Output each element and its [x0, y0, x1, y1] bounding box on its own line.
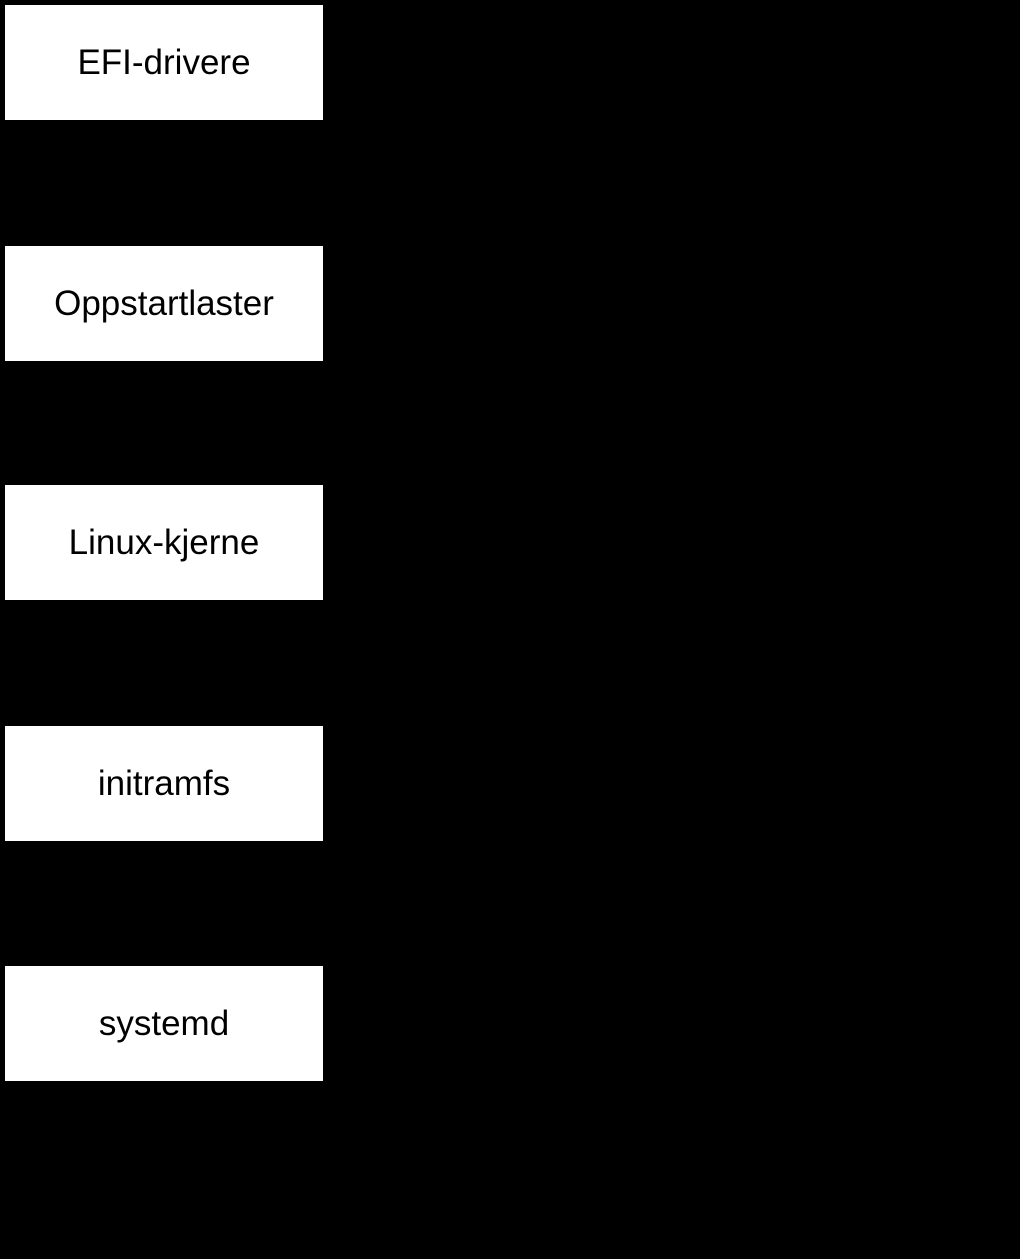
node-efi-drivere: EFI-drivere: [5, 5, 323, 120]
node-oppstartlaster-label: Oppstartlaster: [54, 284, 274, 323]
node-initramfs-label: initramfs: [97, 764, 231, 803]
node-efi-drivere-label: EFI-drivere: [77, 43, 251, 82]
node-initramfs: initramfs: [5, 726, 323, 841]
node-systemd: systemd: [5, 966, 323, 1081]
node-linux-kjerne: Linux-kjerne: [5, 485, 323, 600]
node-oppstartlaster: Oppstartlaster: [5, 246, 323, 361]
node-systemd-label: systemd: [98, 1004, 230, 1043]
node-linux-kjerne-label: Linux-kjerne: [68, 523, 260, 562]
